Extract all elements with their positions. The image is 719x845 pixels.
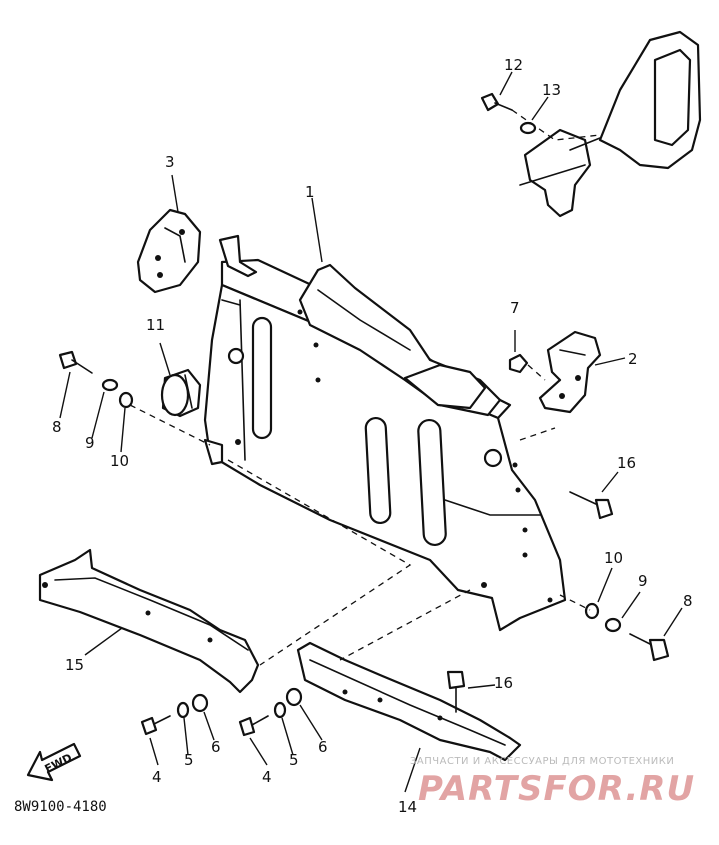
assembly-lines — [129, 364, 591, 666]
callout-7: 7 — [510, 299, 520, 317]
callout-16b: 16 — [494, 674, 513, 692]
watermark-tagline: ЗАПЧАСТИ И АКСЕССУАРЫ ДЛЯ МОТОТЕХНИКИ — [410, 756, 674, 767]
callout-16a: 16 — [617, 454, 636, 472]
callout-8a: 8 — [52, 418, 62, 436]
watermark: ЗАПЧАСТИ И АКСЕССУАРЫ ДЛЯ МОТОТЕХНИКИ PA… — [410, 756, 695, 809]
callout-10a: 10 — [110, 452, 129, 470]
callout-6b: 6 — [318, 738, 328, 756]
callout-11: 11 — [146, 316, 165, 334]
callout-12: 12 — [504, 56, 523, 74]
callout-9b: 9 — [638, 572, 648, 590]
main-frame — [203, 234, 567, 632]
callout-3: 3 — [165, 153, 175, 171]
bracket-right — [538, 330, 602, 414]
callout-4b: 4 — [262, 768, 272, 786]
callout-8b: 8 — [683, 592, 693, 610]
callout-15: 15 — [65, 656, 84, 674]
callout-1: 1 — [305, 183, 315, 201]
callout-13: 13 — [542, 81, 561, 99]
diagram-code: 8W9100-4180 — [14, 799, 107, 815]
callout-10b: 10 — [604, 549, 623, 567]
callout-5b: 5 — [289, 751, 299, 769]
watermark-brand: PARTSFOR.RU — [418, 769, 695, 809]
callout-9a: 9 — [85, 434, 95, 452]
callout-5a: 5 — [184, 751, 194, 769]
grab-handle-assembly — [480, 30, 702, 218]
crossmember-right — [296, 641, 522, 762]
crossmember-left — [38, 548, 260, 694]
rubber-mount — [160, 368, 202, 418]
fasteners — [58, 350, 670, 737]
callout-4a: 4 — [152, 768, 162, 786]
leader-lines — [59, 71, 683, 793]
callout-2: 2 — [628, 350, 638, 368]
callout-14: 14 — [398, 798, 417, 816]
callout-6a: 6 — [211, 738, 221, 756]
fwd-arrow-icon: FWD — [26, 742, 82, 782]
bracket-top-left — [136, 208, 202, 294]
callout-labels: 1 2 3 4 4 5 5 6 6 7 8 8 9 9 10 10 11 12 … — [52, 56, 693, 816]
